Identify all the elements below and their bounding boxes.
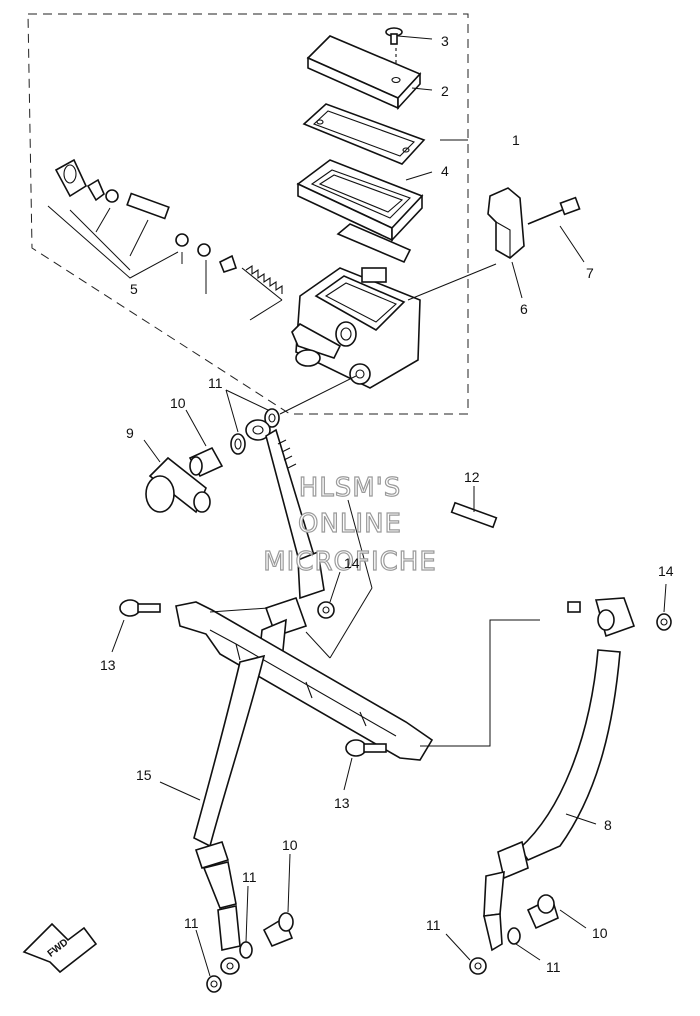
callout-8: 8 [604,817,612,833]
bracket-leader [420,619,540,747]
bolt-part-7 [527,196,585,263]
callout-4: 4 [441,163,449,179]
callout-labels: 3 2 1 4 7 6 5 11 10 9 12 14 14 13 15 13 … [100,33,674,975]
banjo-cover-part-9 [143,439,211,514]
watermark: HLSM'S ONLINE MICROFICHE [263,472,437,577]
hose-bracket-plate [175,499,434,761]
assembly-boundary [27,13,469,415]
callout-13-center: 13 [334,795,350,811]
fwd-direction-badge: FWD [22,922,98,974]
callout-5: 5 [130,281,138,297]
brake-pipe-part-12 [356,486,636,638]
reservoir-cap-part-2 [306,35,433,111]
callout-9: 9 [126,425,134,441]
spring [245,264,283,294]
callout-12: 12 [464,469,480,485]
callout-11-right-left: 11 [426,917,441,933]
callout-7: 7 [586,265,594,281]
callout-10-top: 10 [170,395,186,411]
callout-11-left-lower: 11 [184,915,199,931]
lower-right-fittings [445,894,587,975]
nut-part-14-right [656,583,672,631]
bracket-part-6 [487,187,525,299]
watermark-line-2: ONLINE [298,509,402,539]
screw-part-3 [385,27,433,82]
callout-6: 6 [520,301,528,317]
lower-left-fittings [195,853,294,993]
callout-10-left: 10 [282,837,298,853]
callout-14-right: 14 [658,563,674,579]
piston-kit-part-5 [47,158,283,321]
nut-part-14-left [317,571,341,619]
upper-brake-hose [245,419,325,670]
callout-14-left: 14 [344,555,360,571]
callout-11-left-upper: 11 [242,869,257,885]
callout-1: 1 [512,132,520,148]
callout-11-top: 11 [208,375,223,391]
watermark-line-1: HLSM'S [299,473,402,503]
bolt-part-13-left [111,599,161,653]
diaphragm-part-4 [296,159,433,243]
callout-15: 15 [136,767,152,783]
gasket-plate [302,103,426,165]
callout-3: 3 [441,33,449,49]
banjo-bolt-part-10-top [185,409,224,478]
bolt-part-13-center [343,739,387,791]
callout-10-right: 10 [592,925,608,941]
float-plate [336,223,412,264]
washer-set-top [225,375,357,455]
brake-hose-part-8 [483,649,621,917]
callout-11-right: 11 [546,959,561,975]
brake-hose-part-15 [159,654,266,909]
callout-2: 2 [441,83,449,99]
watermark-line-3: MICROFICHE [263,547,437,577]
master-cylinder-body [291,139,497,389]
callout-13-left: 13 [100,657,116,673]
